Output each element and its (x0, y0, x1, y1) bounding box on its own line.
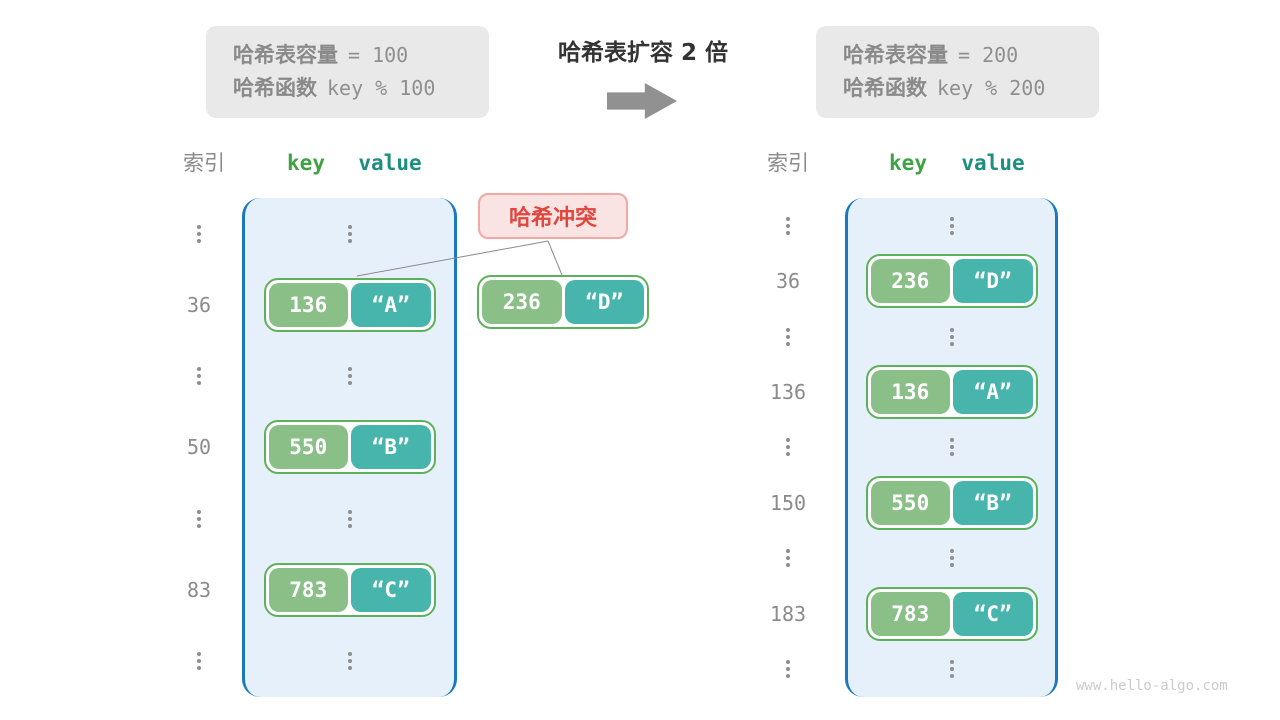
value-pill: “B” (351, 425, 431, 470)
index-header-after: 索引 (767, 151, 809, 175)
key-pill: 783 (870, 591, 950, 636)
key-header-before: key (287, 151, 325, 175)
index-label: 183 (769, 601, 807, 626)
value-header-after: value (961, 151, 1025, 175)
bucket-array-after: 236 “D” 136 “A” 550 “B” 783 “C” (845, 198, 1058, 697)
capacity-line: 哈希表容量 = 200 (843, 39, 1099, 72)
value-pill: “D” (564, 280, 644, 324)
page-title: 哈希表扩容 2 倍 (557, 40, 729, 66)
ellipsis-icon (786, 438, 790, 457)
hash-fn-line: 哈希函数 key % 100 (233, 72, 489, 105)
hash-fn-value: key % 100 (327, 76, 436, 100)
ellipsis-icon (347, 224, 352, 243)
kv-pair-236-D: 236 “D” (865, 254, 1038, 309)
key-pill: 136 (870, 370, 950, 415)
index-label: 50 (186, 435, 212, 460)
index-label: 136 (769, 380, 807, 405)
value-pill: “A” (953, 370, 1033, 415)
ellipsis-icon (786, 216, 790, 235)
bucket-array-before: 136 “A” 550 “B” 783 “C” (242, 198, 457, 697)
kv-pair-783-C: 783 “C” (865, 586, 1038, 641)
value-pill: “C” (351, 568, 431, 613)
ellipsis-icon (949, 660, 954, 679)
key-header-after: key (889, 151, 927, 175)
index-label: 36 (775, 269, 801, 294)
ellipsis-icon (197, 224, 201, 243)
kv-pair-collision-236-D: 236 “D” (477, 275, 649, 329)
index-column-after: 36 136 150 183 (756, 198, 820, 697)
expand-arrow-icon (607, 83, 677, 119)
hash-fn-label: 哈希函数 (843, 76, 927, 100)
key-pill: 550 (870, 480, 950, 525)
value-pill: “B” (953, 480, 1033, 525)
hash-fn-value: key % 200 (937, 76, 1046, 100)
key-pill: 136 (268, 282, 348, 327)
capacity-info-before: 哈希表容量 = 100 哈希函数 key % 100 (206, 26, 489, 118)
key-pill: 236 (482, 280, 562, 324)
ellipsis-icon (197, 509, 201, 528)
capacity-value: = 200 (958, 43, 1019, 67)
ellipsis-icon (197, 367, 201, 386)
ellipsis-icon (347, 652, 352, 671)
key-pill: 783 (268, 568, 348, 613)
collision-callout: 哈希冲突 (478, 193, 628, 239)
kv-pair-550-B: 550 “B” (263, 420, 436, 475)
value-pill: “C” (953, 591, 1033, 636)
value-pill: “D” (953, 259, 1033, 304)
ellipsis-icon (949, 216, 954, 235)
ellipsis-icon (949, 327, 954, 346)
capacity-label: 哈希表容量 (233, 43, 338, 67)
capacity-value: = 100 (348, 43, 409, 67)
index-header-before: 索引 (183, 151, 225, 175)
ellipsis-icon (197, 652, 201, 671)
value-header-before: value (358, 151, 422, 175)
watermark: www.hello-algo.com (1076, 678, 1228, 694)
capacity-line: 哈希表容量 = 100 (233, 39, 489, 72)
capacity-label: 哈希表容量 (843, 43, 948, 67)
kv-pair-136-A: 136 “A” (263, 277, 436, 332)
ellipsis-icon (786, 327, 790, 346)
kv-pair-136-A: 136 “A” (865, 365, 1038, 420)
index-label: 36 (186, 292, 212, 317)
ellipsis-icon (786, 660, 790, 679)
ellipsis-icon (949, 549, 954, 568)
index-column-before: 36 50 83 (167, 198, 231, 697)
ellipsis-icon (347, 509, 352, 528)
kv-pair-550-B: 550 “B” (865, 475, 1038, 530)
index-label: 83 (186, 578, 212, 603)
key-pill: 236 (870, 259, 950, 304)
capacity-info-after: 哈希表容量 = 200 哈希函数 key % 200 (816, 26, 1099, 118)
ellipsis-icon (949, 438, 954, 457)
kv-pair-783-C: 783 “C” (263, 563, 436, 618)
ellipsis-icon (347, 367, 352, 386)
key-pill: 550 (268, 425, 348, 470)
hash-fn-line: 哈希函数 key % 200 (843, 72, 1099, 105)
value-pill: “A” (351, 282, 431, 327)
hash-fn-label: 哈希函数 (233, 76, 317, 100)
ellipsis-icon (786, 549, 790, 568)
index-label: 150 (769, 490, 807, 515)
